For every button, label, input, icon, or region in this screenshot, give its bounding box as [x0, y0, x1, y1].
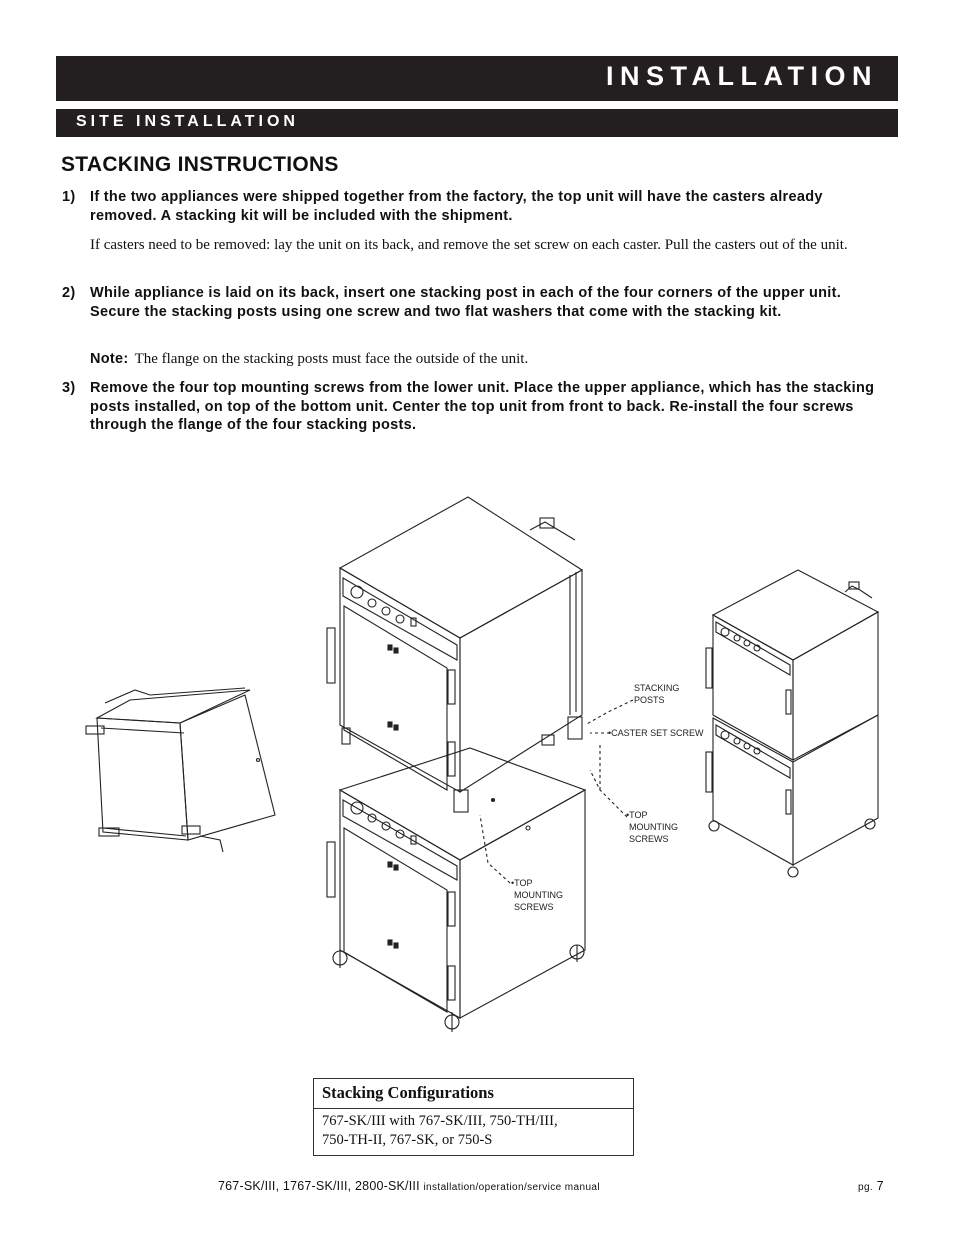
- callout-line: MOUNTING: [629, 822, 678, 832]
- stacked-pair-illustration: [705, 569, 880, 878]
- footer-manual-name: installation/operation/service manual: [423, 1182, 600, 1193]
- step-3: 3) Remove the four top mounting screws f…: [62, 379, 892, 435]
- subsection-banner: SITE INSTALLATION: [56, 109, 898, 137]
- lower-unit-illustration: [326, 747, 587, 1032]
- step-2: 2) While appliance is laid on its back, …: [62, 284, 892, 321]
- callout-line: CASTER SET SCREW: [611, 728, 704, 738]
- note-text: The flange on the stacking posts must fa…: [134, 351, 529, 367]
- table-row: 767-SK/III with 767-SK/III, 750-TH/III, …: [314, 1109, 633, 1153]
- footer-manual-title: 767-SK/III, 1767-SK/III, 2800-SK/III ins…: [218, 1179, 600, 1193]
- callout-line: POSTS: [634, 695, 665, 705]
- section-title: INSTALLATION: [606, 61, 878, 91]
- table-cell-line: 750-TH-II, 767-SK, or 750-S: [322, 1132, 493, 1148]
- section-banner: INSTALLATION: [56, 56, 898, 101]
- footer-models: 767-SK/III, 1767-SK/III, 2800-SK/III: [218, 1179, 420, 1193]
- table-cell-line: 767-SK/III with 767-SK/III, 750-TH/III,: [322, 1113, 558, 1129]
- step-number: 2): [62, 285, 76, 301]
- page-prefix: pg.: [858, 1182, 874, 1193]
- table-header: Stacking Configurations: [314, 1079, 633, 1109]
- stacking-configurations-table: Stacking Configurations 767-SK/III with …: [313, 1078, 634, 1156]
- callout-line: TOP: [514, 878, 533, 888]
- step-number: 1): [62, 189, 76, 205]
- tipped-unit-illustration: [85, 687, 276, 853]
- step-text: While appliance is laid on its back, ins…: [90, 285, 842, 320]
- step-1-detail: If casters need to be removed: lay the u…: [90, 237, 848, 253]
- step-2-note: Note: The flange on the stacking posts mu…: [90, 350, 890, 369]
- callout-top-mounting-screws-right: •TOP MOUNTING SCREWS: [626, 810, 678, 844]
- step-text: Remove the four top mounting screws from…: [90, 380, 875, 433]
- page-value: 7: [876, 1179, 884, 1193]
- subsection-title: SITE INSTALLATION: [76, 113, 299, 130]
- step-1: 1) If the two appliances were shipped to…: [62, 188, 892, 225]
- page-heading: STACKING INSTRUCTIONS: [61, 153, 339, 176]
- step-number: 3): [62, 380, 76, 396]
- callout-line: STACKING: [634, 683, 680, 693]
- callout-stacking-posts: STACKING POSTS: [634, 682, 679, 706]
- note-label: Note:: [90, 351, 129, 367]
- upper-unit-illustration: [326, 496, 584, 813]
- callout-leaders: [479, 699, 634, 884]
- callout-line: SCREWS: [514, 902, 554, 912]
- step-text: If the two appliances were shipped toget…: [90, 189, 823, 224]
- callout-line: TOP: [629, 810, 648, 820]
- callout-line: SCREWS: [629, 834, 669, 844]
- page-number: pg. 7: [858, 1179, 884, 1193]
- callout-top-mounting-screws-left: •TOP MOUNTING SCREWS: [511, 878, 563, 912]
- callout-line: MOUNTING: [514, 890, 563, 900]
- callout-caster-set-screw: •CASTER SET SCREW: [608, 728, 704, 738]
